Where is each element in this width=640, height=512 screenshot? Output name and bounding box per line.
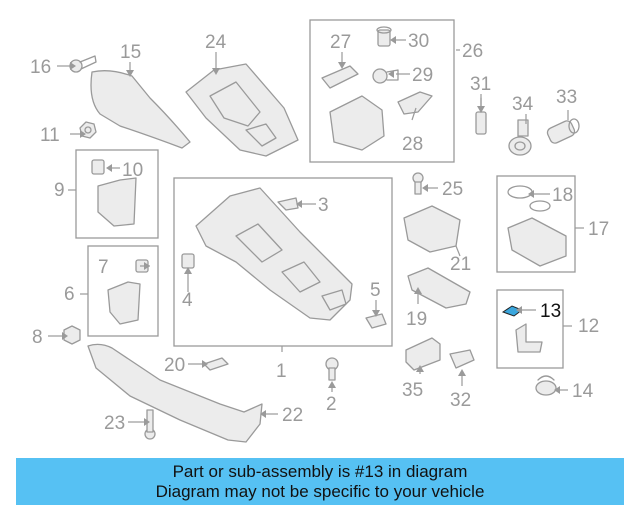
- callout-6: 6: [64, 284, 75, 305]
- part-12-bracket: [515, 323, 543, 353]
- part-34-socket: [508, 119, 532, 156]
- part-26-storage-bin: [329, 95, 385, 151]
- part-4-plug: [181, 253, 195, 269]
- arrowheads: [62, 36, 560, 426]
- callout-8: 8: [32, 327, 43, 348]
- callout-5: 5: [370, 280, 381, 301]
- callout-22: 22: [282, 405, 303, 426]
- part-30-clip: [376, 26, 392, 47]
- part-2-clip: [325, 357, 339, 381]
- banner-line-2: Diagram may not be specific to your vehi…: [155, 481, 485, 501]
- callout-30: 30: [408, 31, 429, 52]
- part-28-bracket: [397, 91, 433, 115]
- callout-26: 26: [462, 41, 483, 62]
- group-box-26: [309, 19, 455, 163]
- callout-11: 11: [40, 125, 60, 146]
- part-6-bracket: [107, 281, 141, 325]
- callout-18: 18: [552, 185, 573, 206]
- callout-33: 33: [556, 87, 577, 108]
- callout-20: 20: [164, 355, 185, 376]
- callout-25: 25: [442, 179, 463, 200]
- callout-17: 17: [588, 219, 609, 240]
- callout-1: 1: [276, 361, 287, 382]
- part-24-console-trim: [185, 63, 299, 157]
- callout-9: 9: [54, 180, 65, 201]
- part-23-bolt: [144, 409, 156, 440]
- callout-4: 4: [182, 290, 193, 311]
- callout-7: 7: [98, 257, 109, 278]
- part-15-side-trim: [90, 70, 191, 149]
- callout-2: 2: [326, 394, 337, 415]
- part-29-knob: [372, 68, 399, 84]
- part-14-nut: [535, 375, 557, 396]
- callout-23: 23: [104, 413, 125, 434]
- callout-35: 35: [402, 380, 423, 401]
- part-17-cup-holder: [507, 217, 567, 267]
- banner-line-1: Part or sub-assembly is #13 in diagram: [172, 461, 468, 481]
- callout-10: 10: [122, 160, 143, 181]
- callout-34: 34: [512, 94, 534, 115]
- part-25-bolt: [412, 172, 424, 195]
- callout-29: 29: [412, 65, 433, 86]
- callout-12: 12: [578, 316, 599, 337]
- part-19-mat: [407, 267, 471, 309]
- callout-15: 15: [120, 42, 141, 63]
- callout-19: 19: [406, 309, 427, 330]
- group-box-9: [75, 149, 159, 239]
- callout-24: 24: [205, 32, 227, 53]
- part-10-cover: [91, 159, 105, 175]
- part-33-lighter: [546, 118, 580, 144]
- callout-14: 14: [572, 381, 594, 402]
- part-8-nut: [63, 325, 81, 345]
- part-22-duct: [87, 343, 263, 443]
- part-18-ring: [507, 185, 551, 212]
- part-32-pocket: [449, 349, 475, 369]
- callout-13-highlighted: 13: [540, 301, 561, 322]
- part-9-bracket: [97, 177, 137, 227]
- leader-lines: [48, 39, 584, 423]
- callout-16: 16: [30, 57, 51, 78]
- group-box-6: [87, 245, 159, 337]
- callout-21: 21: [450, 254, 471, 275]
- part-35-cover: [405, 337, 441, 371]
- callout-31: 31: [470, 74, 491, 95]
- callout-32: 32: [450, 390, 471, 411]
- part-27-pad: [321, 65, 359, 89]
- callout-labels: 16 15 11 24 27 30 26 29 28 31 34 33 10 9…: [30, 31, 609, 434]
- part-20-pad: [203, 357, 229, 371]
- part-1-center-console: [195, 187, 353, 321]
- info-banner: Part or sub-assembly is #13 in diagram D…: [16, 458, 624, 505]
- callout-28: 28: [402, 134, 423, 155]
- group-box-1: [173, 177, 393, 347]
- callout-3: 3: [318, 195, 329, 216]
- callout-27: 27: [330, 32, 351, 53]
- parts-diagram: 16 15 11 24 27 30 26 29 28 31 34 33 10 9…: [30, 19, 609, 443]
- part-16-screw: [69, 55, 97, 73]
- part-21-tray: [403, 205, 461, 253]
- part-3-clip: [277, 197, 299, 211]
- group-box-17: [496, 175, 576, 273]
- group-box-12: [496, 289, 564, 369]
